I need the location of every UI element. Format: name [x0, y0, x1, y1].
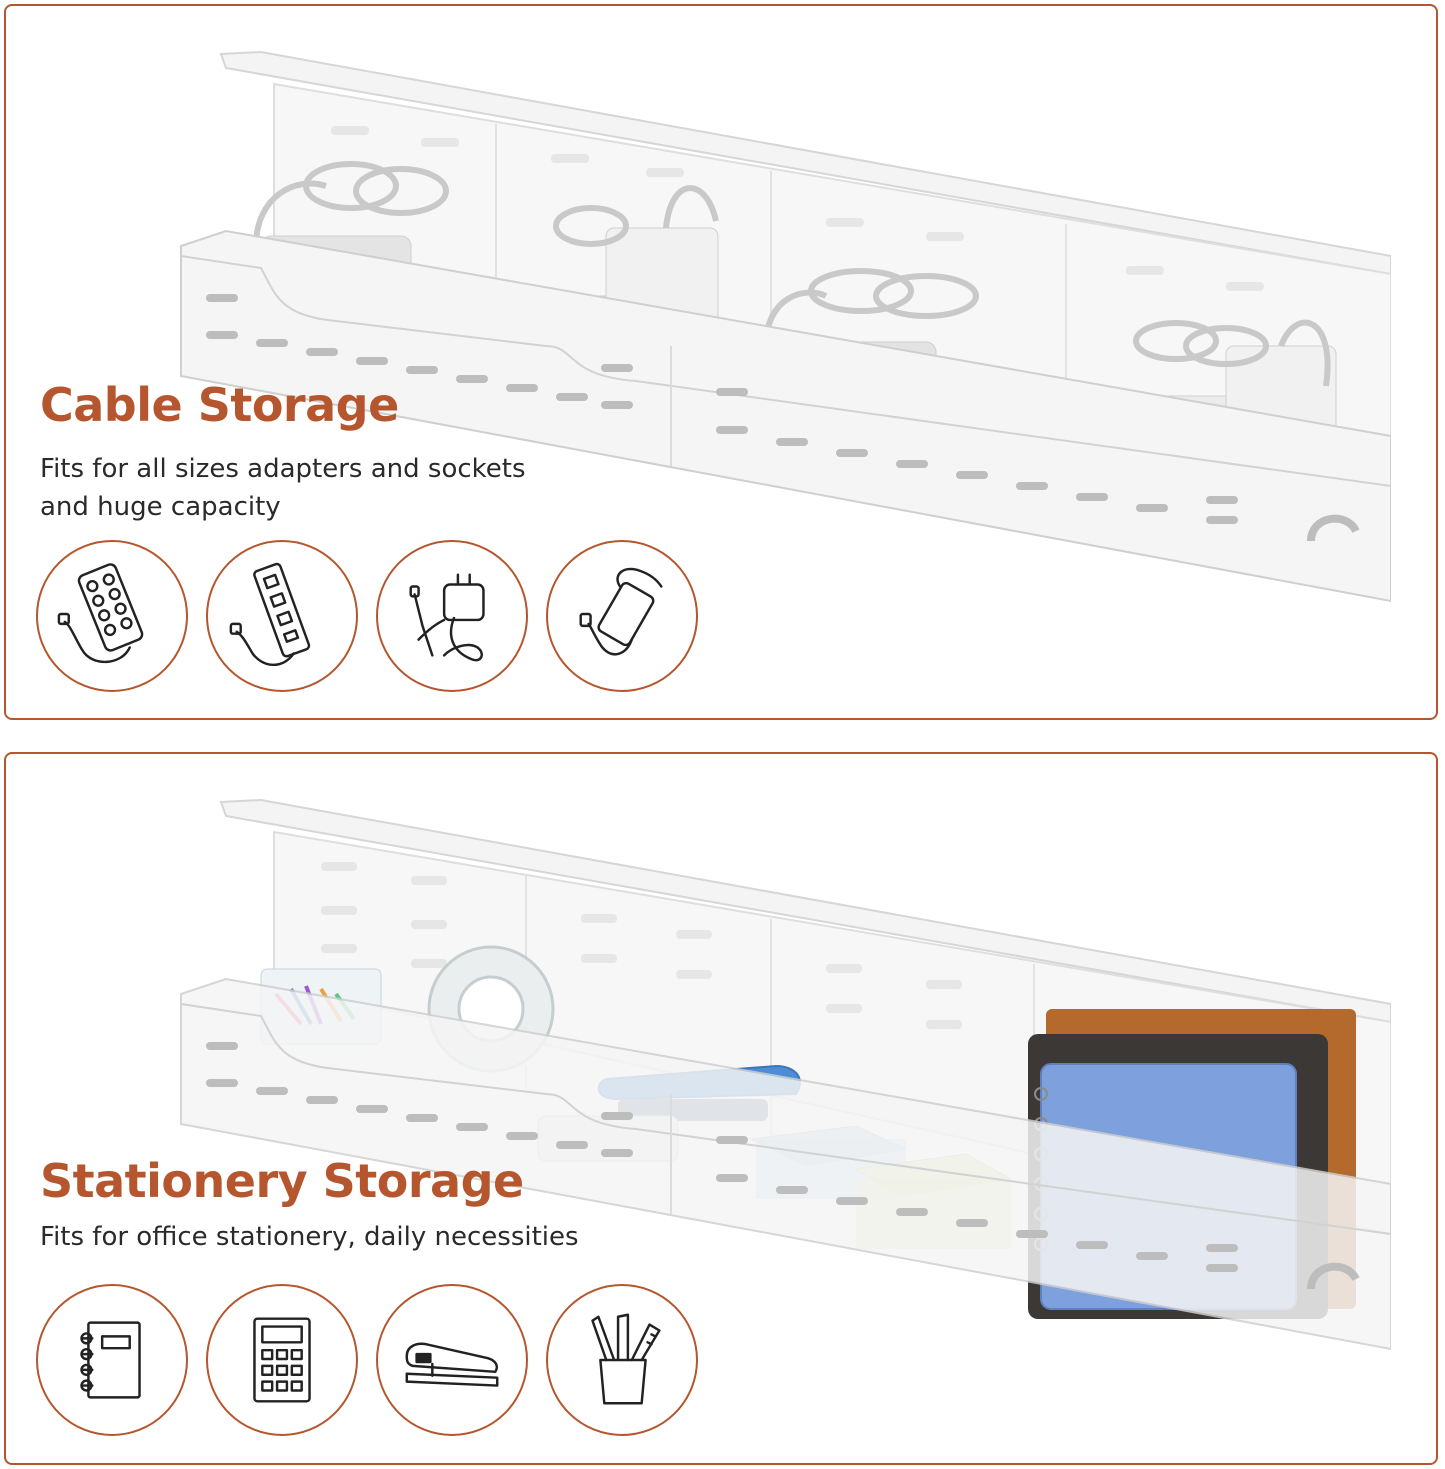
pen-holder-icon — [546, 1284, 698, 1436]
cable-storage-description-line-2: and huge capacity — [40, 492, 281, 522]
stationery-storage-title: Stationery Storage — [40, 1154, 524, 1208]
cable-storage-description-line-1: Fits for all sizes adapters and sockets — [40, 454, 526, 484]
cable-storage-panel: Cable Storage Fits for all sizes adapter… — [4, 4, 1438, 720]
stapler-icon — [376, 1284, 528, 1436]
power-strip-long-icon — [206, 540, 358, 692]
cable-storage-title: Cable Storage — [40, 378, 399, 432]
notebook-icon — [36, 1284, 188, 1436]
cable-tray-illustration — [180, 50, 1391, 603]
power-brick-adapter-icon — [546, 540, 698, 692]
stationery-storage-description-line-1: Fits for office stationery, daily necess… — [40, 1222, 579, 1252]
laptop-adapter-icon — [376, 540, 528, 692]
calculator-icon — [206, 1284, 358, 1436]
stationery-tray-illustration — [180, 798, 1391, 1351]
stationery-storage-panel: Stationery Storage Fits for office stati… — [4, 752, 1438, 1465]
power-strip-round-sockets-icon — [36, 540, 188, 692]
